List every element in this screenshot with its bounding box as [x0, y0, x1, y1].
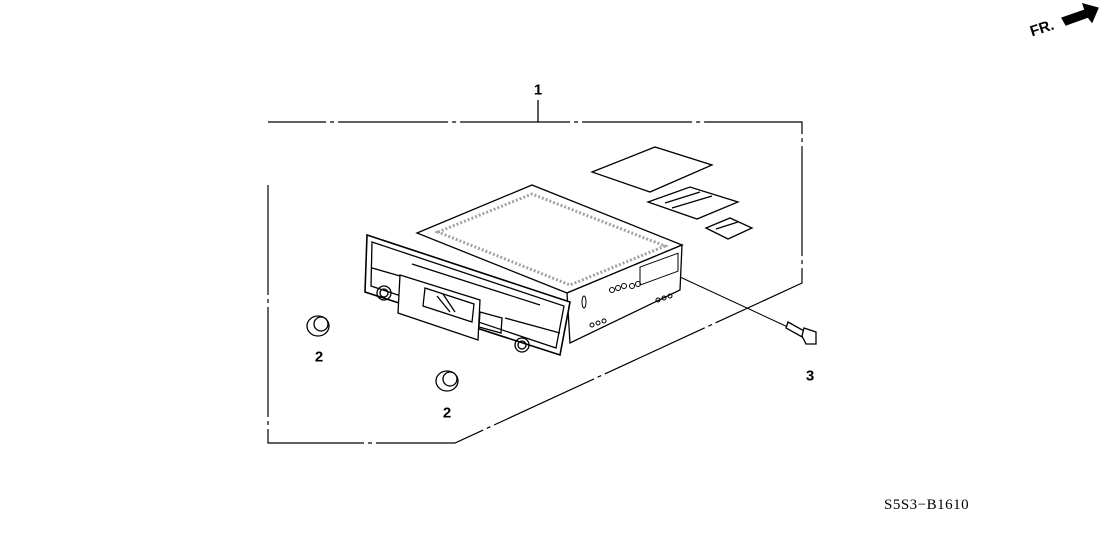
- label-stickers: [590, 146, 754, 240]
- callout-2: 2: [442, 404, 452, 422]
- callout-2: 2: [314, 348, 324, 366]
- diagram-code: S5S3−B1610: [884, 497, 970, 513]
- bolt-illustration: [679, 276, 817, 345]
- callout-3: 3: [805, 367, 815, 385]
- audio-unit-illustration: [364, 184, 684, 357]
- callout-1: 1: [533, 81, 543, 99]
- front-arrow-icon: [1061, 3, 1099, 26]
- assembly-bracket: [267, 100, 803, 444]
- knob-illustration: [306, 315, 459, 392]
